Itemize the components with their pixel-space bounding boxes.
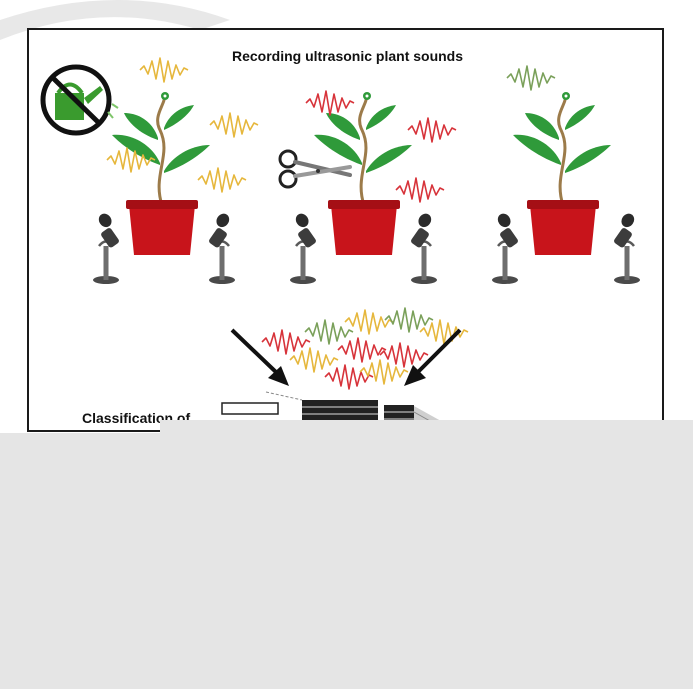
- diagram-title: Recording ultrasonic plant sounds: [232, 48, 464, 64]
- arrow-icon: [230, 328, 289, 386]
- microphone-icon: [288, 209, 319, 286]
- microphone-icon: [490, 209, 521, 286]
- occluding-panel: [0, 433, 693, 689]
- occluding-panel-top: [160, 420, 693, 434]
- decorative-arc: [0, 0, 230, 40]
- input-box: [221, 402, 279, 415]
- microphone-icon: [91, 209, 122, 286]
- microphone-icon: [408, 209, 439, 286]
- sound-wave-icon: [506, 65, 556, 91]
- microphone-icon: [611, 209, 642, 286]
- sound-wave-icon: [261, 307, 469, 390]
- plant-icon: [110, 90, 212, 257]
- plant-icon: [511, 90, 613, 257]
- arrow-icon: [404, 328, 462, 386]
- scissors-icon: [278, 149, 352, 189]
- no-watering-can-icon: [40, 64, 119, 136]
- plant-icon: [312, 90, 414, 257]
- microphone-icon: [206, 209, 237, 286]
- sound-wave-icon: [106, 57, 259, 193]
